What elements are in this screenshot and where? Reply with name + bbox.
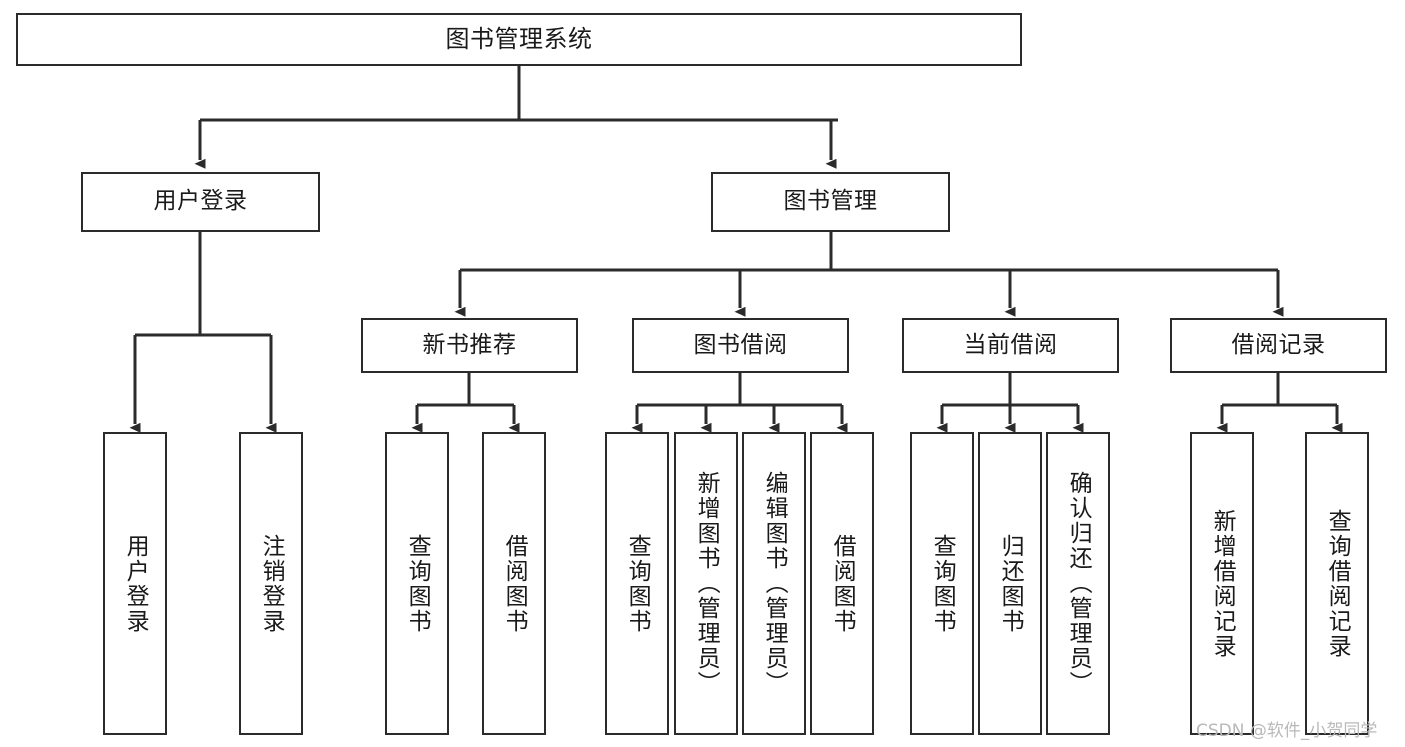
node-user-login[interactable]: 用户登录 bbox=[81, 172, 320, 232]
node-book-manage[interactable]: 图书管理 bbox=[711, 172, 950, 232]
node-leaf-user-login-label: 用户登录 bbox=[122, 533, 149, 634]
node-leaf-query-book-1[interactable]: 查询图书 bbox=[385, 432, 449, 735]
node-borrow-record[interactable]: 借阅记录 bbox=[1170, 318, 1387, 373]
node-leaf-query-record-label: 查询借阅记录 bbox=[1324, 508, 1351, 659]
node-leaf-borrow-book-2[interactable]: 借阅图书 bbox=[810, 432, 874, 735]
node-leaf-edit-book[interactable]: 编辑图书（管理员） bbox=[742, 432, 806, 735]
node-current-borrow-label: 当前借阅 bbox=[963, 331, 1058, 358]
node-borrow-record-label: 借阅记录 bbox=[1231, 331, 1326, 358]
node-leaf-borrow-book-1-label: 借阅图书 bbox=[501, 533, 528, 634]
node-leaf-query-record[interactable]: 查询借阅记录 bbox=[1305, 432, 1369, 735]
node-leaf-query-book-2-label: 查询图书 bbox=[624, 533, 651, 634]
node-root[interactable]: 图书管理系统 bbox=[16, 13, 1022, 66]
node-current-borrow[interactable]: 当前借阅 bbox=[902, 318, 1119, 373]
node-new-book-rec[interactable]: 新书推荐 bbox=[361, 318, 578, 373]
node-leaf-add-record[interactable]: 新增借阅记录 bbox=[1190, 432, 1254, 735]
node-leaf-borrow-book-1[interactable]: 借阅图书 bbox=[482, 432, 546, 735]
node-leaf-query-book-2[interactable]: 查询图书 bbox=[605, 432, 669, 735]
node-book-manage-label: 图书管理 bbox=[783, 188, 878, 215]
node-leaf-add-book[interactable]: 新增图书（管理员） bbox=[674, 432, 738, 735]
watermark-text: CSDN @软件_小贺同学 bbox=[1196, 721, 1378, 741]
node-root-label: 图书管理系统 bbox=[445, 25, 593, 54]
node-leaf-logout-login-label: 注销登录 bbox=[258, 533, 285, 634]
node-leaf-return-book[interactable]: 归还图书 bbox=[978, 432, 1042, 735]
node-new-book-rec-label: 新书推荐 bbox=[422, 331, 517, 358]
node-leaf-query-book-3[interactable]: 查询图书 bbox=[910, 432, 974, 735]
node-leaf-query-book-3-label: 查询图书 bbox=[929, 533, 956, 634]
node-leaf-borrow-book-2-label: 借阅图书 bbox=[829, 533, 856, 634]
node-leaf-query-book-1-label: 查询图书 bbox=[404, 533, 431, 634]
node-book-borrow-label: 图书借阅 bbox=[693, 331, 788, 358]
node-leaf-user-login[interactable]: 用户登录 bbox=[103, 432, 167, 735]
node-leaf-add-record-label: 新增借阅记录 bbox=[1209, 508, 1236, 659]
node-user-login-label: 用户登录 bbox=[153, 188, 248, 215]
node-leaf-return-book-label: 归还图书 bbox=[997, 533, 1024, 634]
node-leaf-logout-login[interactable]: 注销登录 bbox=[239, 432, 303, 735]
node-leaf-edit-book-label: 编辑图书（管理员） bbox=[761, 471, 788, 696]
node-leaf-confirm-return-label: 确认归还（管理员） bbox=[1065, 471, 1092, 696]
node-book-borrow[interactable]: 图书借阅 bbox=[632, 318, 849, 373]
node-leaf-confirm-return[interactable]: 确认归还（管理员） bbox=[1046, 432, 1110, 735]
node-leaf-add-book-label: 新增图书（管理员） bbox=[693, 471, 720, 696]
